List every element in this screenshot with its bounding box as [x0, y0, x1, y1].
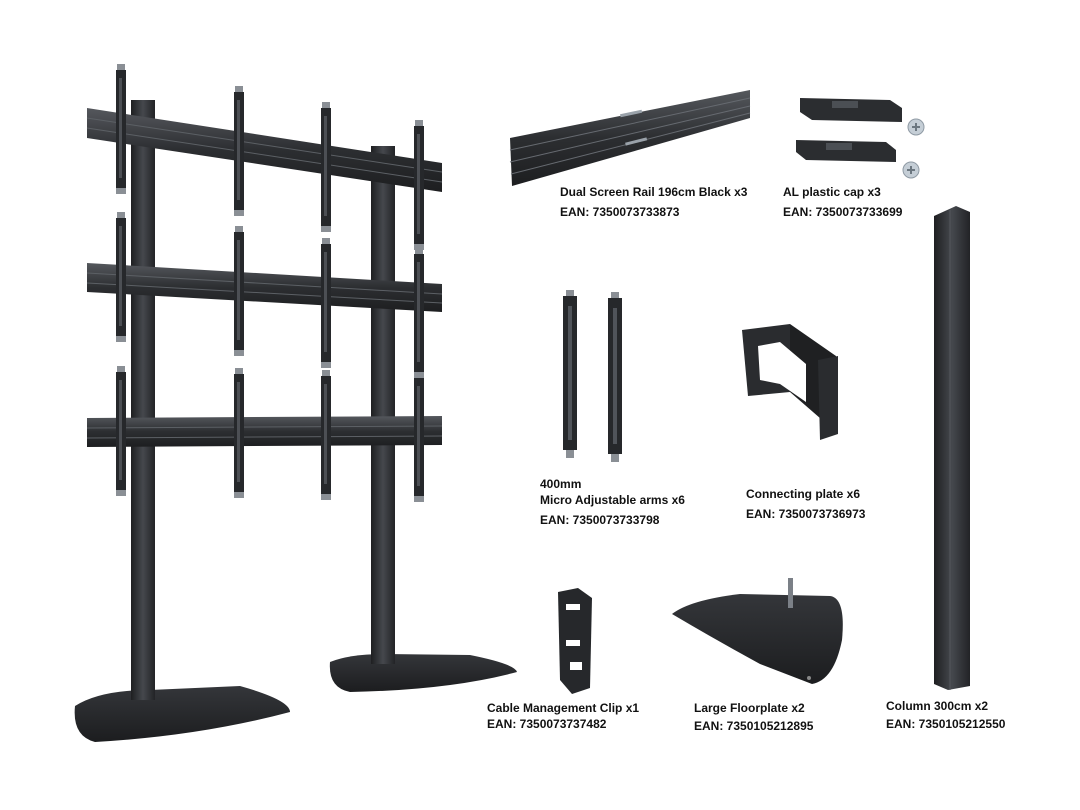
cap-ean: EAN: 7350073733699	[783, 205, 903, 219]
clip-ean: EAN: 7350073737482	[487, 717, 607, 731]
arms-ean: EAN: 7350073733798	[540, 513, 660, 527]
floorplate-ean: EAN: 7350105212895	[694, 719, 814, 733]
assembled-video-wall-stand	[74, 64, 517, 742]
column-name: Column 300cm x2	[886, 699, 989, 713]
right-floorplate	[329, 654, 517, 692]
rail-name: Dual Screen Rail 196cm Black x3	[560, 185, 748, 199]
left-column	[131, 100, 155, 700]
cap-part-image	[796, 98, 925, 179]
floorplate-part-image	[672, 578, 843, 684]
clip-part-image	[558, 588, 592, 694]
cap-caption: AL plastic cap x3 EAN: 7350073733699	[783, 184, 902, 220]
top-rail	[87, 108, 442, 192]
plate-name: Connecting plate x6	[746, 487, 861, 501]
rail-ean: EAN: 7350073733873	[560, 205, 680, 219]
middle-rail	[87, 263, 442, 312]
floorplate-name: Large Floorplate x2	[694, 701, 805, 715]
arms-caption: 400mm Micro Adjustable arms x6 EAN: 7350…	[540, 476, 685, 528]
bottom-rail	[87, 416, 442, 447]
column-caption: Column 300cm x2 EAN: 7350105212550	[886, 698, 1005, 732]
rail-caption: Dual Screen Rail 196cm Black x3 EAN: 735…	[560, 184, 747, 220]
clip-name: Cable Management Clip x1	[487, 701, 640, 715]
plate-caption: Connecting plate x6 EAN: 7350073736973	[746, 486, 865, 522]
cap-name: AL plastic cap x3	[783, 185, 881, 199]
arms-part-image	[563, 290, 622, 462]
column-ean: EAN: 7350105212550	[886, 717, 1006, 731]
plate-ean: EAN: 7350073736973	[746, 507, 866, 521]
arms-name: Micro Adjustable arms x6	[540, 493, 685, 507]
column-part-image	[934, 206, 970, 690]
floorplate-caption: Large Floorplate x2 EAN: 7350105212895	[694, 700, 813, 734]
rail-part-image	[509, 90, 751, 186]
left-floorplate	[74, 686, 291, 742]
right-column	[371, 146, 395, 664]
connecting-plate-part-image	[742, 324, 838, 440]
arms-size: 400mm	[540, 477, 582, 491]
clip-caption: Cable Management Clip x1 EAN: 7350073737…	[487, 700, 639, 732]
